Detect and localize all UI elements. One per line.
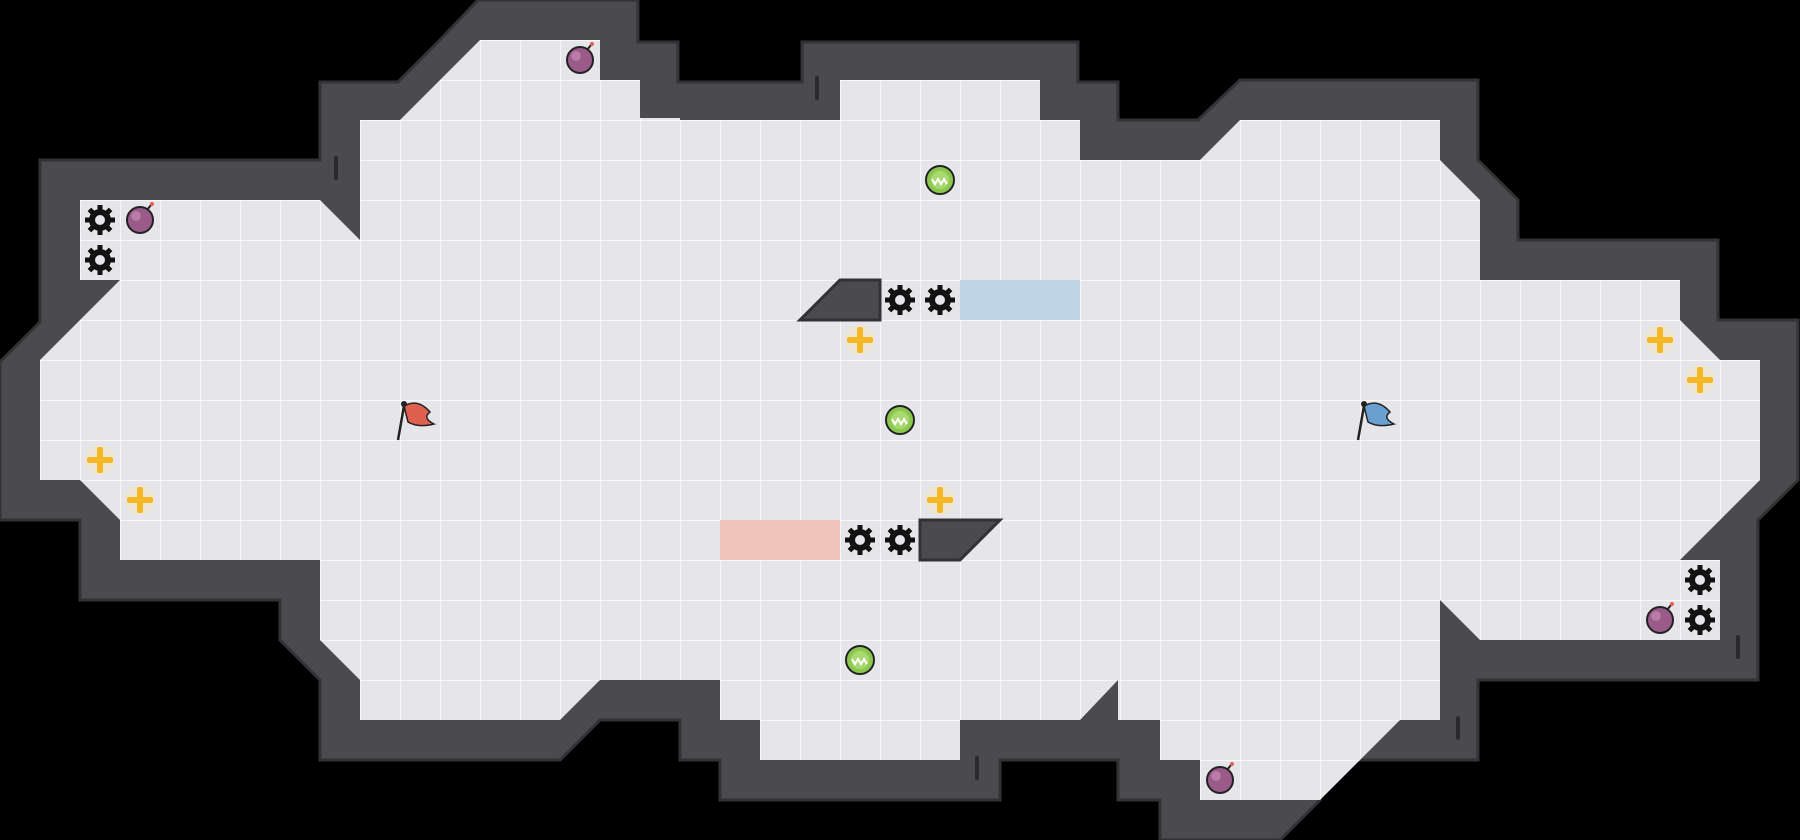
spike-icon: [885, 285, 915, 315]
boost-pad-icon[interactable]: [925, 165, 955, 195]
spike-icon: [1685, 565, 1715, 595]
boost-pad-icon[interactable]: [885, 405, 915, 435]
powerup-icon[interactable]: [1645, 325, 1675, 355]
powerup-icon[interactable]: [845, 325, 875, 355]
red-flag-icon[interactable]: [396, 401, 437, 441]
powerup-icon[interactable]: [85, 445, 115, 475]
bomb-icon[interactable]: [1646, 602, 1674, 634]
spikes: [85, 205, 1715, 635]
spike-icon: [925, 285, 955, 315]
spike-icon: [885, 525, 915, 555]
bomb-icon[interactable]: [566, 42, 594, 74]
blue-flag-icon[interactable]: [1356, 401, 1397, 441]
spike-icon: [1685, 605, 1715, 635]
blue-team-zone: [960, 280, 1080, 320]
red-team-zone: [720, 520, 840, 560]
wall-block-upper: [796, 278, 882, 322]
powerup-icon[interactable]: [1685, 365, 1715, 395]
powerups: [85, 325, 1715, 515]
bomb-icon[interactable]: [126, 202, 154, 234]
powerup-icon[interactable]: [125, 485, 155, 515]
bombs: [126, 42, 1674, 794]
spike-icon: [85, 205, 115, 235]
bomb-icon[interactable]: [1206, 762, 1234, 794]
wall-block-lower: [918, 518, 1004, 562]
boost-pad-icon[interactable]: [845, 645, 875, 675]
boost-pads: [845, 165, 955, 675]
spike-icon: [845, 525, 875, 555]
wall-markers: [334, 76, 1740, 780]
powerup-icon[interactable]: [925, 485, 955, 515]
spike-icon: [85, 245, 115, 275]
